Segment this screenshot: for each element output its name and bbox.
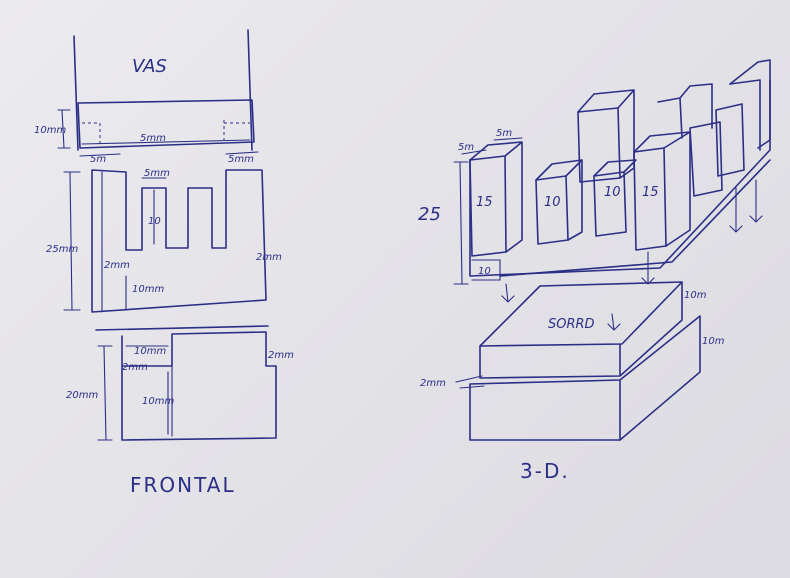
frontal-gap-dims	[79, 151, 259, 157]
frontal-gap-right: 5mm	[228, 154, 254, 165]
three-d-arrow-1	[501, 283, 515, 303]
three-d-pillar-8	[715, 103, 745, 177]
three-d-pillar-2	[535, 175, 569, 245]
frontal-plate-dashes	[82, 120, 250, 144]
frontal-plate-height: 10mm	[34, 125, 66, 136]
frontal-slot-depth: 10	[148, 216, 161, 227]
frontal-guide-left	[73, 35, 79, 151]
three-d-gap-dim	[455, 375, 485, 389]
three-d-bottom-thick: 10m	[702, 336, 725, 347]
frontal-top-label: VAS	[132, 56, 167, 77]
frontal-comb	[91, 169, 267, 313]
three-d-pillar-7	[689, 121, 723, 197]
three-d-w2: 5m	[496, 128, 512, 139]
three-d-gap: 2mm	[420, 378, 446, 389]
three-d-top-thick: 10m	[684, 290, 707, 301]
frontal-base-top: 10mm	[134, 346, 166, 357]
frontal-view: VAS 10mm 5mm 5m 5mm 5mm 10 25mm 2mm 2mm …	[34, 29, 294, 497]
three-d-pillar-2-top	[535, 159, 583, 241]
three-d-width-dims	[461, 137, 523, 155]
three-d-pillar-1-top	[469, 141, 523, 253]
three-d-foot: 10	[478, 266, 491, 277]
frontal-base-height: 20mm	[66, 390, 98, 401]
frontal-base-right: 2mm	[268, 350, 294, 361]
frontal-plate-inner: 5mm	[140, 133, 166, 144]
frontal-plate-inner-dim	[81, 139, 251, 145]
frontal-base-inner-label: 10mm	[142, 396, 174, 407]
three-d-foot-dim	[471, 259, 501, 281]
frontal-base-inner	[121, 365, 173, 437]
three-d-pillar-4-label: 10	[604, 185, 621, 200]
frontal-height-dim	[63, 171, 81, 311]
three-d-pillar-4-top	[593, 159, 637, 177]
frontal-wall-right: 2mm	[256, 252, 282, 263]
three-d-arrow-3	[729, 187, 743, 233]
frontal-base	[121, 331, 277, 441]
three-d-view: 15 10 10 15 5m 5m 25 10	[418, 59, 771, 483]
three-d-pillar-9	[729, 59, 771, 149]
frontal-base-height-dim	[97, 345, 113, 441]
three-d-base-arrow	[607, 313, 621, 331]
three-d-arrow-2	[641, 251, 655, 285]
frontal-top-plate	[77, 99, 255, 149]
three-d-caption: 3-D.	[520, 459, 570, 483]
three-d-height-dim	[453, 161, 469, 285]
three-d-w1: 5m	[458, 142, 474, 153]
three-d-height: 25	[418, 204, 441, 225]
frontal-foot: 10mm	[132, 284, 164, 295]
frontal-height-left: 25mm	[46, 244, 78, 255]
three-d-arrow-4	[749, 179, 763, 223]
frontal-slot-width: 5mm	[144, 168, 170, 179]
three-d-pillar-9-front	[729, 79, 761, 151]
three-d-pillar-5-label: 15	[642, 185, 659, 200]
three-d-base-label: SORRD	[548, 317, 595, 332]
frontal-wall-left: 2mm	[104, 260, 130, 271]
frontal-base-guide	[95, 325, 269, 331]
frontal-base-left-wall: 2mm	[122, 362, 148, 373]
three-d-base-top-sides	[479, 281, 683, 379]
frontal-plate-dim	[57, 109, 71, 149]
frontal-gap-left: 5m	[90, 154, 106, 165]
frontal-caption: FRONTAL	[130, 473, 236, 497]
three-d-base-top-face	[479, 281, 683, 347]
three-d-pillar-2-label: 10	[544, 195, 561, 210]
three-d-pillar-1-label: 15	[476, 195, 493, 210]
three-d-pillar-6	[657, 83, 713, 139]
frontal-guide-right	[247, 29, 253, 151]
three-d-slab-front	[499, 159, 771, 277]
three-d-pillar-5-top	[633, 131, 691, 247]
three-d-pillar-4	[593, 171, 627, 237]
